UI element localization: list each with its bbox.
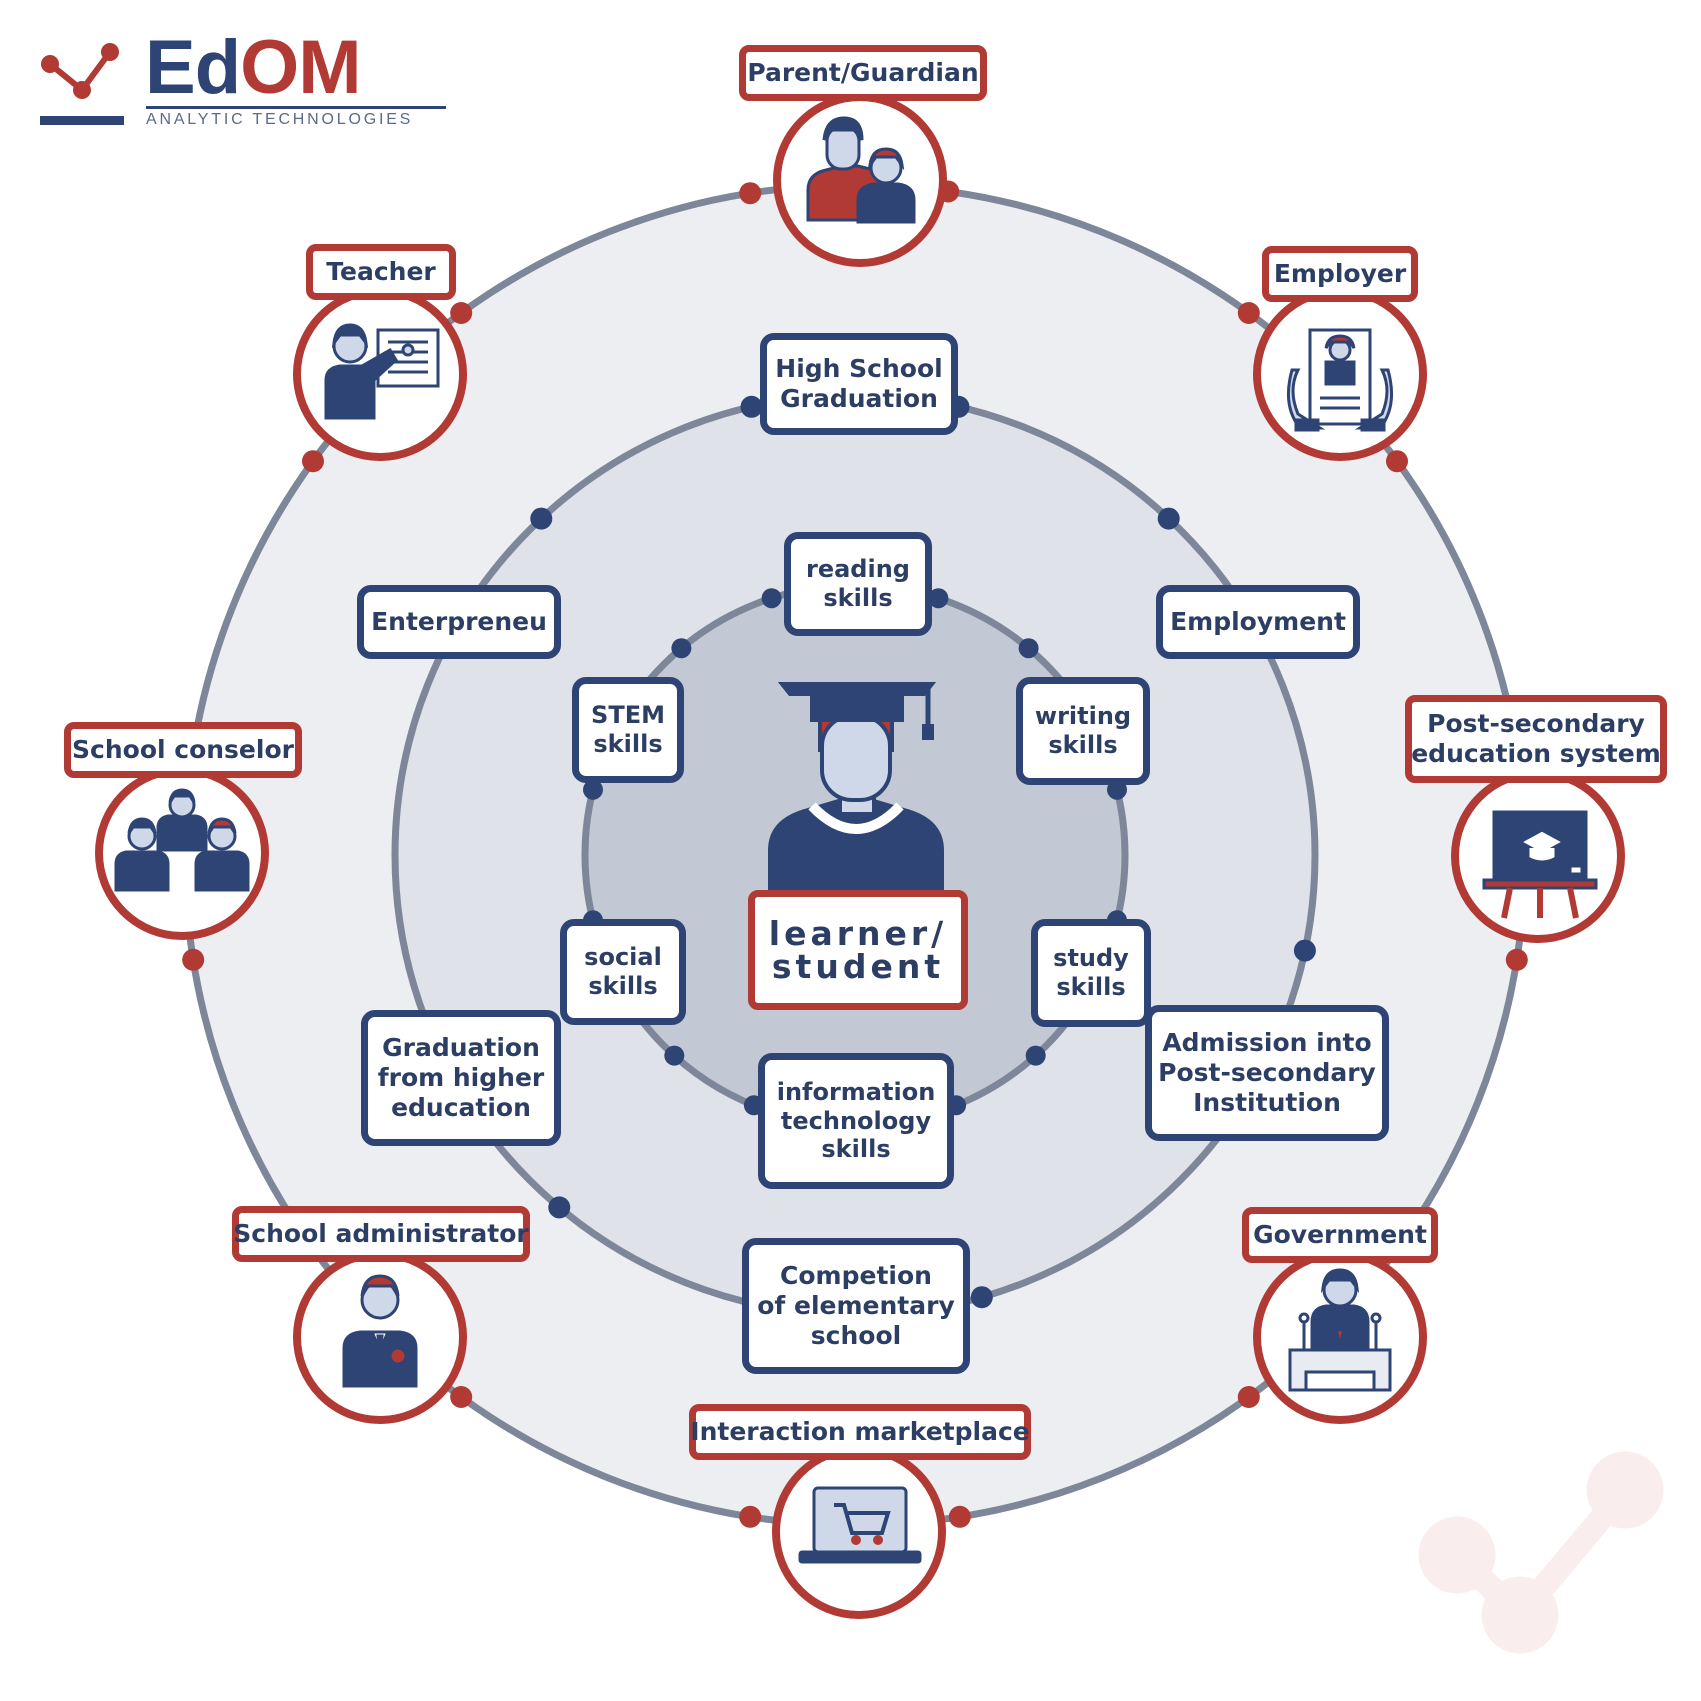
node-study-skills: study skills [1031,919,1151,1027]
connector-dot [739,182,762,205]
label-school-counselor: School conselor [64,722,302,778]
connector-dot [1025,1045,1046,1066]
reading-line2: skills [823,584,893,612]
employer-resume-icon [1286,328,1394,432]
counselor-text: School conselor [72,735,294,764]
admission-line3: Institution [1193,1088,1341,1117]
connector-dot [548,1196,571,1219]
connector-dot [450,302,473,324]
graduation-higher-line2: from higher [377,1063,545,1092]
connector-dot [761,588,782,609]
connector-dot [1237,1386,1260,1408]
it-line1: information [776,1077,936,1106]
node-graduation-higher-education: Graduation from higher education [361,1010,561,1146]
high-school-line1: High School [775,354,943,383]
label-interaction-marketplace: Interaction marketplace [689,1404,1031,1460]
laptop-cart-icon [798,1486,922,1564]
label-teacher: Teacher [306,244,456,300]
postsecondary-line1: Post-secondary [1427,709,1645,738]
social-line1: social [584,943,662,972]
center-line2: student [771,947,945,986]
employer-text: Employer [1273,259,1407,288]
watermark-logo [1418,1451,1664,1654]
logo-tagline: ANALYTIC TECHNOLOGIES [146,111,414,128]
elementary-line3: school [810,1321,902,1350]
node-elementary-completion: Competion of elementary school [742,1238,970,1374]
graduation-higher-line1: Graduation [382,1033,540,1062]
writing-line1: writing [1034,702,1132,731]
connector-dot [970,1286,993,1309]
node-admission-postsecondary: Admission into Post-secondary Institutio… [1145,1005,1389,1141]
stem-line2: skills [593,730,663,758]
center-learner-student: learner/ student [748,890,968,1010]
connector-dot [740,395,763,418]
administrator-text: School administrator [233,1219,529,1248]
node-reading-skills: reading skills [784,532,932,636]
node-high-school-graduation: High School Graduation [760,333,958,435]
connector-dot [1018,638,1039,659]
writing-line2: skills [1048,731,1118,759]
parent-guardian-text: Parent/Guardian [747,58,979,87]
connector-dot [1157,507,1180,530]
admission-line2: Post-secondary [1158,1058,1376,1087]
graduation-higher-line3: education [391,1093,531,1122]
entrepreneur-text: Enterpreneu [371,607,547,636]
connector-dot [928,588,949,609]
node-entrepreneur: Enterpreneu [357,585,561,659]
connector-dot [302,450,324,473]
logo-wordmark-ed: Ed [145,25,241,110]
connector-dot [530,507,553,530]
label-parent-guardian: Parent/Guardian [739,45,987,101]
blackboard-graduation-cap-icon [1482,810,1598,919]
connector-dot [583,779,603,800]
employment-text: Employment [1170,607,1346,636]
node-stem-skills: STEM skills [572,677,684,783]
elementary-line2: of elementary [757,1291,955,1320]
label-postsecondary-system: Post-secondary education system [1405,695,1667,783]
node-employment: Employment [1156,585,1360,659]
school-counselor-group-icon [114,788,250,892]
marketplace-text: Interaction marketplace [690,1417,1030,1446]
connector-dot [1293,939,1316,962]
connector-dot [739,1505,762,1528]
high-school-line2: Graduation [780,384,938,413]
logo-wordmark-om: OM [240,25,361,110]
connector-dot [182,948,205,971]
label-school-administrator: School administrator [232,1206,530,1262]
connector-dot [1505,948,1528,971]
postsecondary-line2: education system [1411,739,1661,768]
logo-wordmark: EdOM [145,30,362,106]
node-it-skills: information technology skills [758,1053,954,1189]
graduate-student-icon [768,682,944,902]
government-text: Government [1253,1220,1427,1249]
connector-dot [1237,302,1260,324]
parent-guardian-icon [806,116,916,224]
admission-line1: Admission into [1162,1028,1372,1057]
edom-logo-icon [40,43,446,125]
connector-dot [1386,450,1408,473]
reading-line1: reading [806,555,910,584]
teacher-text: Teacher [326,257,436,286]
social-line2: skills [588,972,658,1000]
connector-dot [450,1386,473,1408]
node-writing-skills: writing skills [1016,677,1150,785]
label-employer: Employer [1262,246,1418,302]
connector-dot [948,1505,971,1528]
connector-dot [671,638,692,659]
government-podium-icon [1288,1268,1392,1392]
it-line3: skills [821,1135,891,1164]
elementary-line1: Competion [780,1261,932,1290]
study-line1: study [1053,944,1129,973]
it-line2: technology [780,1106,932,1135]
stem-line1: STEM [591,701,665,730]
study-line2: skills [1056,973,1126,1001]
school-administrator-icon [342,1274,418,1388]
teacher-presentation-icon [324,323,440,420]
connector-dot [664,1045,685,1066]
label-government: Government [1242,1207,1438,1263]
center-line1: learner/ [768,914,948,953]
node-social-skills: social skills [560,919,686,1025]
